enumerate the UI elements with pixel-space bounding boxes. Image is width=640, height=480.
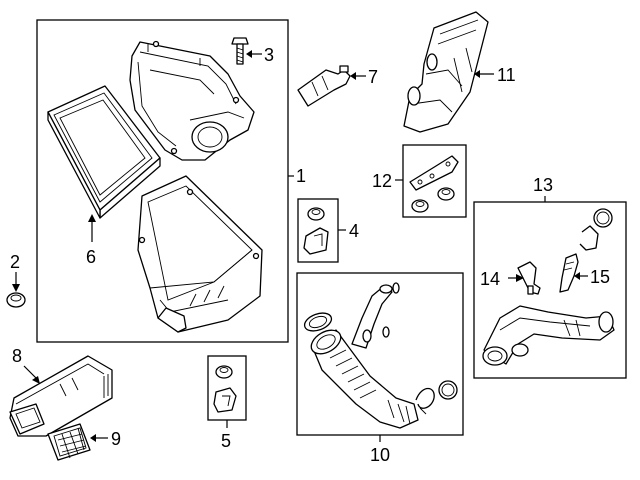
- temp-sensor-icon[interactable]: [559, 253, 579, 293]
- air-filter-icon[interactable]: [47, 85, 161, 219]
- grommet-icon[interactable]: [6, 292, 26, 308]
- callout-1[interactable]: 1: [296, 166, 306, 186]
- air-cleaner-base-icon[interactable]: [137, 175, 263, 333]
- pressure-sensor-icon[interactable]: [517, 261, 541, 295]
- callout-12[interactable]: 12: [372, 171, 392, 191]
- callout-8[interactable]: 8: [12, 346, 22, 366]
- bracket-kit-icon[interactable]: [409, 155, 459, 213]
- callout-11[interactable]: 11: [497, 65, 516, 85]
- callout-9[interactable]: 9: [111, 429, 121, 449]
- callout-6[interactable]: 6: [86, 247, 96, 267]
- callout-2[interactable]: 2: [10, 252, 20, 272]
- mount-bracket-icon[interactable]: [213, 365, 237, 413]
- callout-5[interactable]: 5: [221, 431, 231, 451]
- callout-3[interactable]: 3: [264, 45, 274, 65]
- turbo-tube-icon[interactable]: [482, 208, 615, 366]
- callout-13[interactable]: 13: [533, 175, 553, 195]
- callout-7[interactable]: 7: [368, 67, 378, 87]
- maf-sensor-icon[interactable]: [297, 65, 351, 107]
- group-12-frame: [402, 144, 467, 218]
- callout-4[interactable]: 4: [349, 221, 359, 241]
- callout-14[interactable]: 14: [480, 269, 500, 289]
- callout-10[interactable]: 10: [370, 445, 390, 465]
- bolt-icon[interactable]: [231, 37, 249, 65]
- resonator-icon[interactable]: [403, 11, 489, 133]
- group-1-frame: [36, 19, 289, 343]
- mount-bracket-icon[interactable]: [303, 207, 329, 255]
- group-13-frame: [473, 201, 627, 379]
- callout-15[interactable]: 15: [590, 267, 610, 287]
- inlet-duct-icon[interactable]: [9, 355, 113, 437]
- intake-hose-icon[interactable]: [302, 282, 458, 429]
- screen-icon[interactable]: [47, 423, 91, 461]
- air-cleaner-lid-icon[interactable]: [129, 40, 255, 161]
